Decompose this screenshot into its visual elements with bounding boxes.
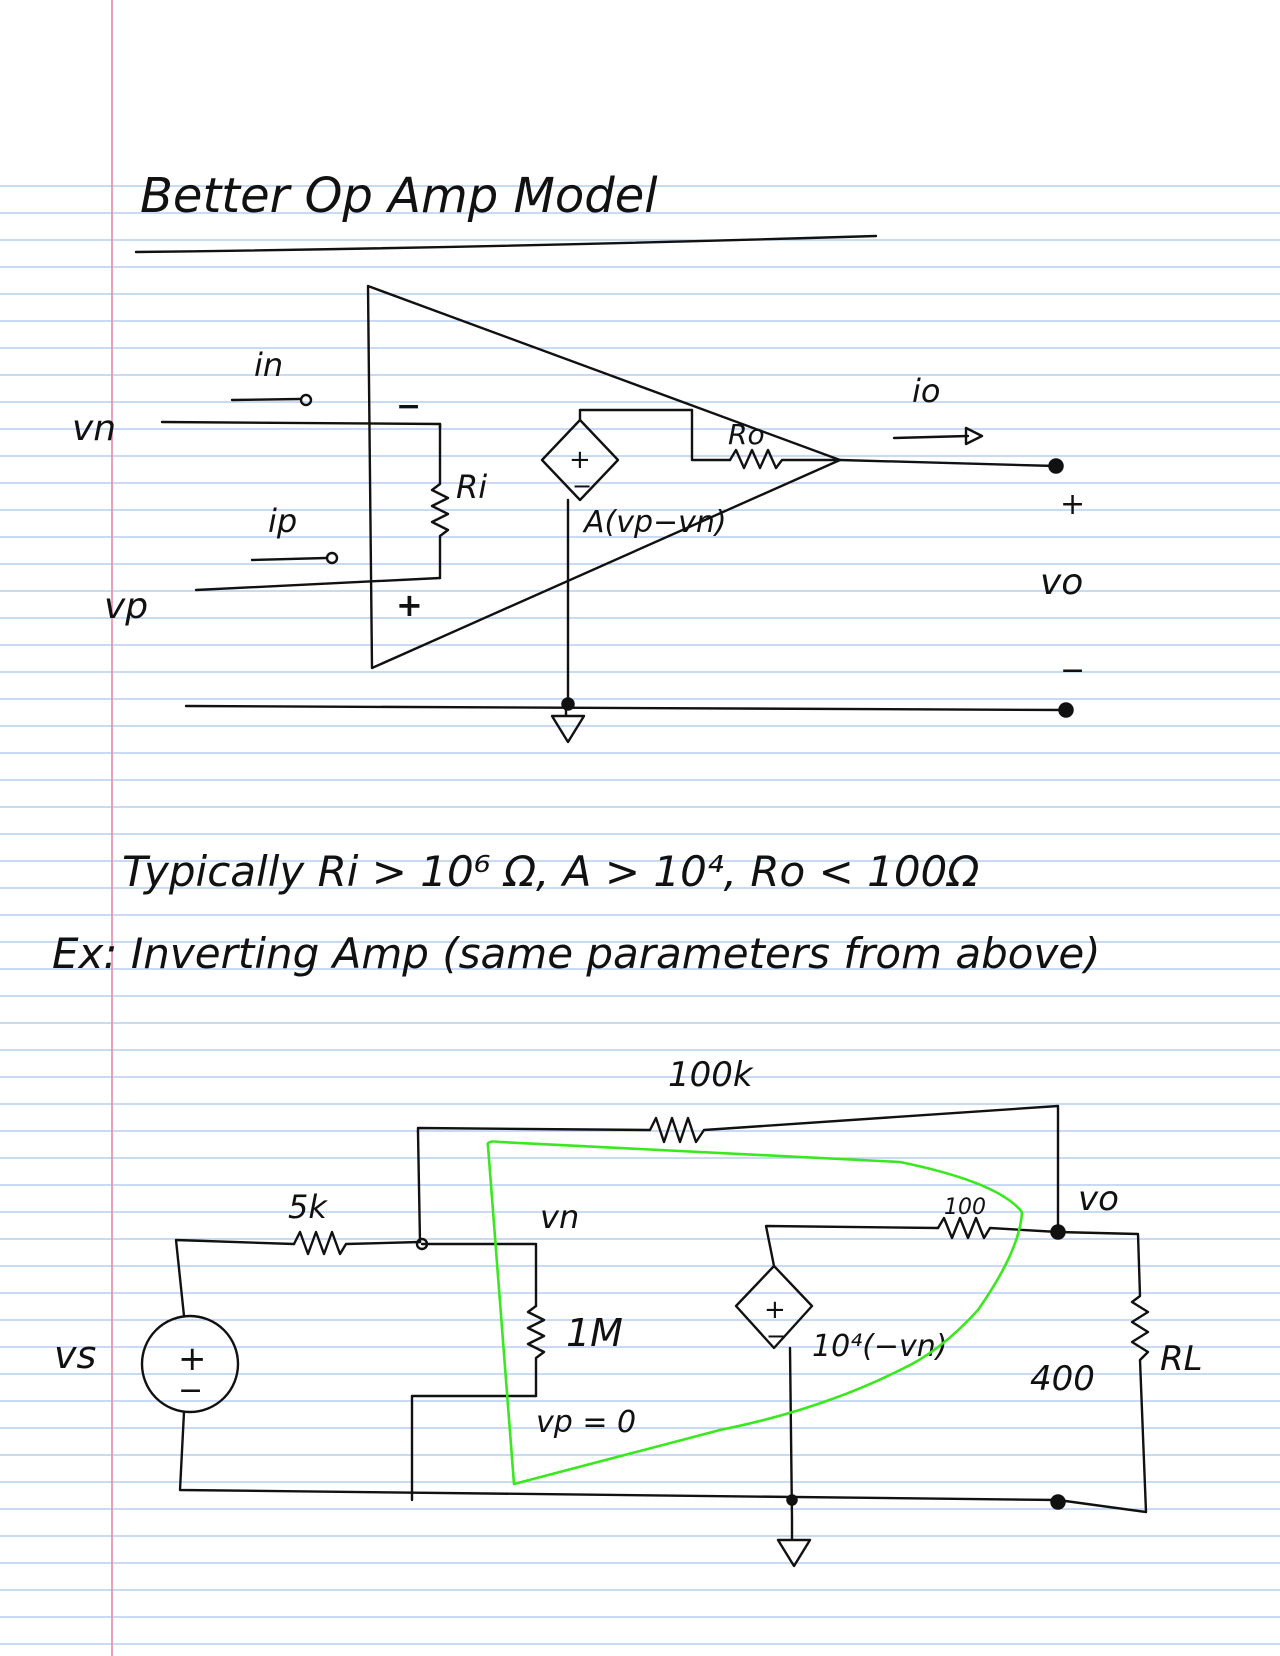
- input-resistor: [292, 1230, 422, 1256]
- io-arrow-head: [964, 426, 984, 446]
- vp-input-wire: [194, 576, 442, 592]
- dependent-source-diamond: [540, 418, 620, 502]
- feedback-drop-wire: [416, 1130, 422, 1244]
- src2-ground-node: [786, 1494, 798, 1506]
- ri-label: Ri: [456, 468, 487, 506]
- bottom-rail-node: [1058, 702, 1074, 718]
- op-amp-triangle: [366, 284, 842, 670]
- typical-values-text: Typically Ri > 10⁶ Ω, A > 10⁴, Ro < 100Ω: [122, 847, 979, 896]
- bottom-output-node: [1050, 1494, 1066, 1510]
- title-underline: [134, 234, 878, 254]
- voltage-source-circle: [140, 1314, 240, 1414]
- io-current-label: io: [912, 372, 940, 410]
- vn-node-label: vn: [540, 1198, 579, 1236]
- src2-top-wire: [764, 1224, 940, 1268]
- ground-symbol: [550, 704, 586, 744]
- ip-current-label: ip: [268, 502, 297, 540]
- vs-minus-sign: −: [178, 1373, 203, 1408]
- example-heading: Ex: Inverting Amp (same parameters from …: [52, 929, 1101, 978]
- ri-resistor: [430, 422, 450, 580]
- source-to-ro-wire: [578, 408, 732, 462]
- page-title: Better Op Amp Model: [140, 168, 658, 224]
- feedback-path: [416, 1104, 1060, 1234]
- output-wire: [838, 458, 1058, 468]
- output-node: [1048, 458, 1064, 474]
- output-resistor: [936, 1216, 1060, 1240]
- bottom-rail: [178, 1410, 1148, 1514]
- op-amp-model-diagram: vn in − Ri vp ip + + − A(vp−vn) Ro io: [72, 284, 1085, 744]
- gain-expression-2: 10⁴(−vn): [812, 1329, 948, 1364]
- plus-input-sign: +: [396, 586, 423, 624]
- in-current-label: in: [254, 346, 283, 384]
- gain-expression: A(vp−vn): [582, 505, 727, 540]
- load-resistance-value: 400: [1030, 1359, 1095, 1399]
- vn-wire: [420, 1242, 538, 1308]
- vp-ground-wire: [410, 1394, 538, 1502]
- ro-resistor: [728, 448, 842, 470]
- vs-label: vs: [54, 1333, 96, 1377]
- dependent-source-diamond-2: [734, 1264, 814, 1350]
- one-meg-resistor: [526, 1304, 546, 1398]
- src2-ground-wire: [788, 1346, 794, 1522]
- ro-label: Ro: [728, 418, 765, 451]
- output-resistor-value: 100: [944, 1195, 986, 1220]
- output-plus-sign: +: [1060, 487, 1085, 522]
- vn-label: vn: [72, 408, 116, 449]
- minus-input-sign: −: [396, 389, 421, 424]
- src2-minus-sign: −: [766, 1322, 786, 1350]
- source-plus-sign: +: [569, 445, 591, 475]
- in-arrow-head: [299, 393, 313, 407]
- vp-zero-label: vp = 0: [536, 1405, 636, 1440]
- ip-arrow-head: [325, 551, 339, 565]
- feedback-resistor-value: 100k: [668, 1055, 754, 1095]
- input-resistor-value: 5k: [288, 1188, 328, 1226]
- highlighted-op-amp-outline: [486, 1140, 1024, 1486]
- output-minus-sign: −: [1060, 653, 1085, 688]
- io-current-arrow: [892, 434, 970, 440]
- vo-label: vo: [1040, 562, 1083, 603]
- in-current-arrow: [230, 397, 302, 402]
- src2-plus-sign: +: [764, 1295, 786, 1325]
- ruled-lines: [0, 185, 1280, 1645]
- load-resistor: [1056, 1230, 1150, 1514]
- vs-plus-sign: +: [178, 1339, 207, 1379]
- source-minus-sign: −: [572, 472, 592, 500]
- vp-label: vp: [104, 586, 148, 627]
- ip-current-arrow: [250, 556, 328, 562]
- inverting-amp-circuit: 100k + − vs 5k vn 1M vp = 0 + − 10⁴(−vn)…: [54, 1055, 1203, 1568]
- input-resistance-value: 1M: [566, 1311, 623, 1355]
- rl-label: RL: [1160, 1339, 1203, 1379]
- source-top-wire: [174, 1238, 296, 1318]
- bottom-ground-rail: [184, 704, 1068, 712]
- vo-node-label: vo: [1078, 1179, 1119, 1219]
- ground-symbol-2: [776, 1518, 812, 1568]
